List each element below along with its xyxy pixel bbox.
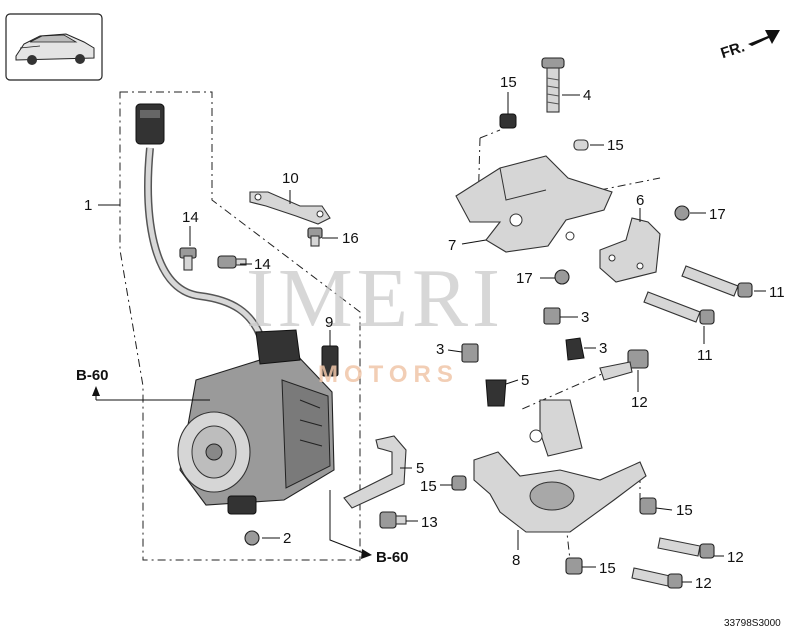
callout-10[interactable]: 10: [282, 170, 299, 187]
callout-2[interactable]: 2: [283, 530, 291, 547]
callout-13[interactable]: 13: [421, 514, 438, 531]
part-8-lower-bracket[interactable]: [473, 399, 647, 533]
part-14-bolt-b[interactable]: [217, 255, 247, 269]
watermark: IMERI MOTORS: [246, 252, 504, 388]
callout-3a[interactable]: 3: [581, 309, 589, 326]
part-5-bracket-left[interactable]: [343, 435, 407, 509]
callout-11b[interactable]: 11: [697, 347, 713, 364]
part-17-nut-a[interactable]: [674, 205, 690, 221]
actuator-motor-assembly[interactable]: [177, 329, 335, 515]
callout-14b[interactable]: 14: [254, 256, 271, 273]
callout-numbers: 1 2 10 16 14 14 9 5 15 13 4 15 15 7 6 17…: [84, 74, 785, 592]
callout-17b[interactable]: 17: [516, 270, 533, 287]
part-3-clip-c[interactable]: [565, 337, 585, 361]
part-15-nut-left[interactable]: [451, 475, 467, 491]
part-11-bolt-b[interactable]: [643, 291, 715, 325]
part-11-bolt-a[interactable]: [681, 265, 753, 298]
callout-12a[interactable]: 12: [631, 394, 648, 411]
front-direction-indicator: FR.: [719, 30, 780, 62]
diagram-code: 33798S3000: [724, 618, 781, 629]
part-15-spacer[interactable]: [573, 139, 589, 151]
callout-6[interactable]: 6: [636, 192, 644, 209]
callout-15e[interactable]: 15: [599, 560, 616, 577]
callout-15b[interactable]: 15: [500, 74, 517, 91]
part-12-bolt-a[interactable]: [599, 349, 649, 381]
part-5-clip-right[interactable]: [485, 379, 507, 407]
callout-3b[interactable]: 3: [436, 341, 444, 358]
car-icon: [15, 33, 95, 65]
part-12-bolt-b[interactable]: [657, 537, 715, 559]
callout-8[interactable]: 8: [512, 552, 520, 569]
wire-harness[interactable]: [135, 103, 266, 342]
callout-16[interactable]: 16: [342, 230, 359, 247]
reference-arrow-icons: [92, 386, 372, 559]
callout-3c[interactable]: 3: [599, 340, 607, 357]
callout-12c[interactable]: 12: [695, 575, 712, 592]
watermark-main: IMERI: [246, 252, 504, 345]
part-13-bolt[interactable]: [379, 511, 407, 529]
callout-5b[interactable]: 5: [521, 372, 529, 389]
callout-5a[interactable]: 5: [416, 460, 424, 477]
part-3-clip-a[interactable]: [543, 307, 561, 325]
watermark-sub: MOTORS: [318, 361, 459, 388]
callout-17a[interactable]: 17: [709, 206, 726, 223]
vehicle-thumbnail[interactable]: [5, 13, 103, 81]
callout-leader-lines: [95, 92, 766, 583]
part-2-nut[interactable]: [244, 530, 260, 546]
ref-b60-left[interactable]: B-60: [76, 367, 109, 384]
callout-11a[interactable]: 11: [769, 284, 785, 301]
callout-4[interactable]: 4: [583, 87, 591, 104]
part-15-nut-bottom[interactable]: [565, 557, 583, 575]
front-arrow-icon: [748, 30, 780, 46]
callout-7[interactable]: 7: [448, 237, 456, 254]
part-14-bolt-a[interactable]: [179, 247, 197, 271]
callout-14a[interactable]: 14: [182, 209, 199, 226]
part-12-bolt-c[interactable]: [631, 567, 683, 589]
part-4-bolt[interactable]: [541, 57, 565, 113]
callout-15c[interactable]: 15: [607, 137, 624, 154]
part-6-bracket[interactable]: [599, 217, 661, 283]
part-7-upper-bracket[interactable]: [455, 155, 613, 253]
part-3-clip-b[interactable]: [461, 343, 479, 363]
callout-1[interactable]: 1: [84, 197, 92, 214]
part-15-nut-top[interactable]: [499, 113, 517, 129]
ref-b60-bottom[interactable]: B-60: [376, 549, 409, 566]
part-10-bracket[interactable]: [249, 191, 331, 225]
callout-15a[interactable]: 15: [420, 478, 437, 495]
fr-label: FR.: [719, 39, 747, 63]
part-17-nut-b[interactable]: [554, 269, 570, 285]
callout-12b[interactable]: 12: [727, 549, 744, 566]
part-16-bolt[interactable]: [307, 227, 323, 247]
part-15-nut-right[interactable]: [639, 497, 657, 515]
callout-15d[interactable]: 15: [676, 502, 693, 519]
callout-9[interactable]: 9: [325, 314, 333, 331]
